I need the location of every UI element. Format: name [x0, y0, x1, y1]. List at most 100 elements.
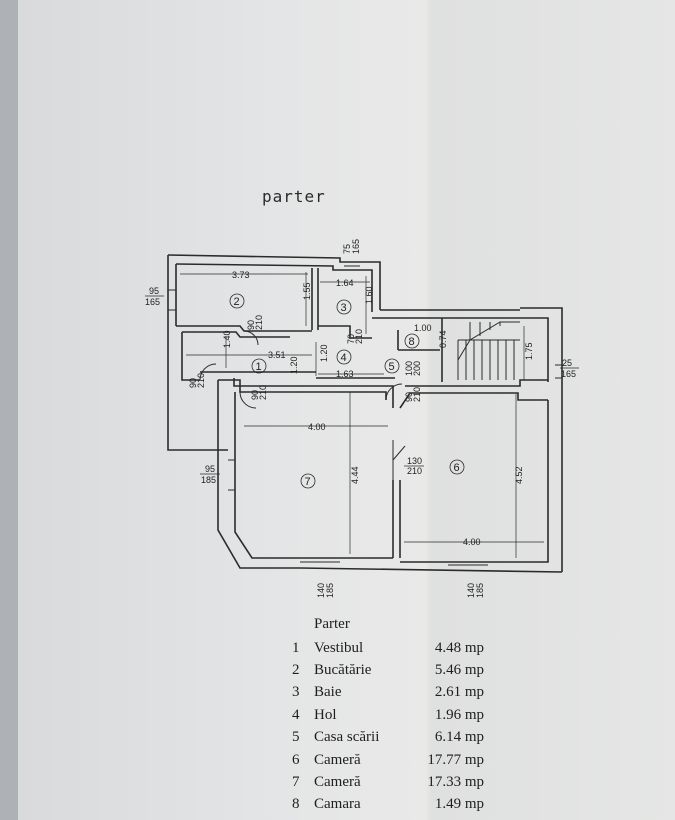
- door-swing-5: [385, 383, 403, 401]
- door-swing-1: [199, 363, 217, 381]
- win-left-width: 95: [149, 286, 159, 296]
- wall-kitchen-bottom: [176, 325, 312, 332]
- legend-num: 8: [292, 796, 300, 813]
- wall-kitchen-bottom-b: [182, 331, 290, 338]
- win-lower-height: 185: [201, 475, 216, 485]
- dim-120a: 1.20: [289, 356, 299, 374]
- legend-row: 8 Camara 1.49 mp: [292, 794, 484, 816]
- wall-room7-top-b: [233, 378, 394, 408]
- legend-row: 5 Casa scării 6.14 mp: [292, 727, 484, 749]
- dim-160: 1.60: [364, 286, 374, 304]
- win-right-width: 25: [562, 358, 572, 368]
- legend-num: 7: [292, 774, 300, 791]
- wall-room7-top: [218, 379, 387, 400]
- dim-100: 1.00: [414, 323, 432, 333]
- door-swing-7: [239, 391, 257, 409]
- legend-num: 3: [292, 684, 300, 701]
- wall-room6-right: [400, 400, 549, 563]
- legend-room-name: Cameră: [314, 751, 361, 768]
- legend-room-area: 6.14 mp: [434, 729, 484, 746]
- dim-400a: 4.00: [308, 422, 326, 432]
- legend-room-name: Baie: [314, 684, 342, 701]
- dimension-labels: 3.73 1.64 1.55 1.60 3.51 1.40 1.20 1.20 …: [222, 270, 534, 547]
- door-8-width: 100: [404, 361, 414, 376]
- dim-074: 0.74: [438, 330, 448, 348]
- dim-351: 3.51: [268, 350, 286, 360]
- wall-stair-right: [520, 317, 549, 382]
- wall-room7-left-b: [234, 392, 393, 559]
- door-6-height: 210: [412, 387, 422, 402]
- dim-120b: 1.20: [319, 344, 329, 362]
- wall-room7-left: [217, 380, 300, 569]
- legend-room-area: 1.96 mp: [434, 706, 484, 723]
- room-marker-6: 6: [454, 462, 460, 474]
- legend-room-name: Camara: [314, 796, 361, 813]
- staircase: [457, 321, 520, 380]
- door-2-width: 90: [246, 320, 256, 330]
- legend-room-name: Casa scării: [314, 729, 380, 746]
- door-7-width: 90: [250, 390, 260, 400]
- room-marker-5: 5: [389, 361, 395, 373]
- room-marker-1: 1: [256, 361, 262, 373]
- door-swing-2: [243, 330, 259, 346]
- door-2-height: 210: [254, 315, 264, 330]
- wall-bath-bottom: [318, 325, 372, 339]
- dim-155: 1.55: [302, 282, 312, 300]
- dim-452: 4.52: [514, 466, 524, 484]
- legend-room-name: Bucătărie: [314, 662, 372, 679]
- win-room6-height: 185: [475, 583, 485, 598]
- wall-room6-top-b: [405, 379, 548, 387]
- dim-444: 4.44: [350, 466, 360, 484]
- legend-num: 5: [292, 729, 300, 746]
- win-right-height: 165: [561, 369, 576, 379]
- win-top-width: 75: [342, 244, 352, 254]
- legend-room-area: 5.46 mp: [434, 662, 484, 679]
- opening-labels: 75 165 95 165 25 165 95 185 140 185 140 …: [145, 239, 579, 598]
- win-room7-width: 140: [316, 583, 326, 598]
- door-7-height: 210: [258, 385, 268, 400]
- outer-wall-top-left: [167, 254, 381, 310]
- door-1-width: 90: [188, 378, 198, 388]
- room-markers: 1 2 3 4 5 6 7 8: [229, 293, 465, 489]
- walls: [167, 254, 563, 573]
- win-room7-height: 185: [325, 583, 335, 598]
- dimension-lines: [180, 272, 544, 558]
- paper-sheet: [18, 0, 675, 820]
- legend-row: 7 Cameră 17.33 mp: [292, 771, 484, 793]
- room-marker-8: 8: [409, 336, 415, 348]
- plan-title: parter: [262, 187, 326, 206]
- inner-wall-top-left: [175, 263, 373, 312]
- legend-room-name: Vestibul: [314, 639, 364, 656]
- legend-room-area: 1.49 mp: [434, 796, 484, 813]
- room-marker-7: 7: [305, 476, 311, 488]
- dim-163: 1.63: [336, 369, 354, 379]
- door-8-height: 200: [412, 361, 422, 376]
- legend-room-name: Hol: [314, 706, 337, 723]
- door-3-height: 210: [354, 329, 364, 344]
- wall-outer-right: [520, 307, 563, 572]
- legend-room-area: 17.77 mp: [427, 751, 484, 768]
- door-130-height: 210: [407, 466, 422, 476]
- win-lower-width: 95: [205, 464, 215, 474]
- door-6-width: 90: [404, 392, 414, 402]
- legend-room-area: 17.33 mp: [427, 774, 484, 791]
- legend-row: 4 Hol 1.96 mp: [292, 704, 484, 726]
- dim-373: 3.73: [232, 270, 250, 280]
- legend-room-name: Cameră: [314, 774, 361, 791]
- room-marker-2: 2: [234, 296, 240, 308]
- dim-175: 1.75: [524, 342, 534, 360]
- door-3-width: 70: [346, 334, 356, 344]
- wall-room6-top: [399, 392, 548, 409]
- paper-edge-shadow: [0, 0, 18, 820]
- legend-room-area: 4.48 mp: [434, 639, 484, 656]
- win-left-height: 165: [145, 297, 160, 307]
- legend-num: 4: [292, 706, 300, 723]
- door-swing-130: [392, 440, 406, 480]
- dim-140: 1.40: [222, 330, 232, 348]
- legend-title: Parter: [314, 616, 350, 632]
- wall-vestibule-left: [167, 332, 228, 451]
